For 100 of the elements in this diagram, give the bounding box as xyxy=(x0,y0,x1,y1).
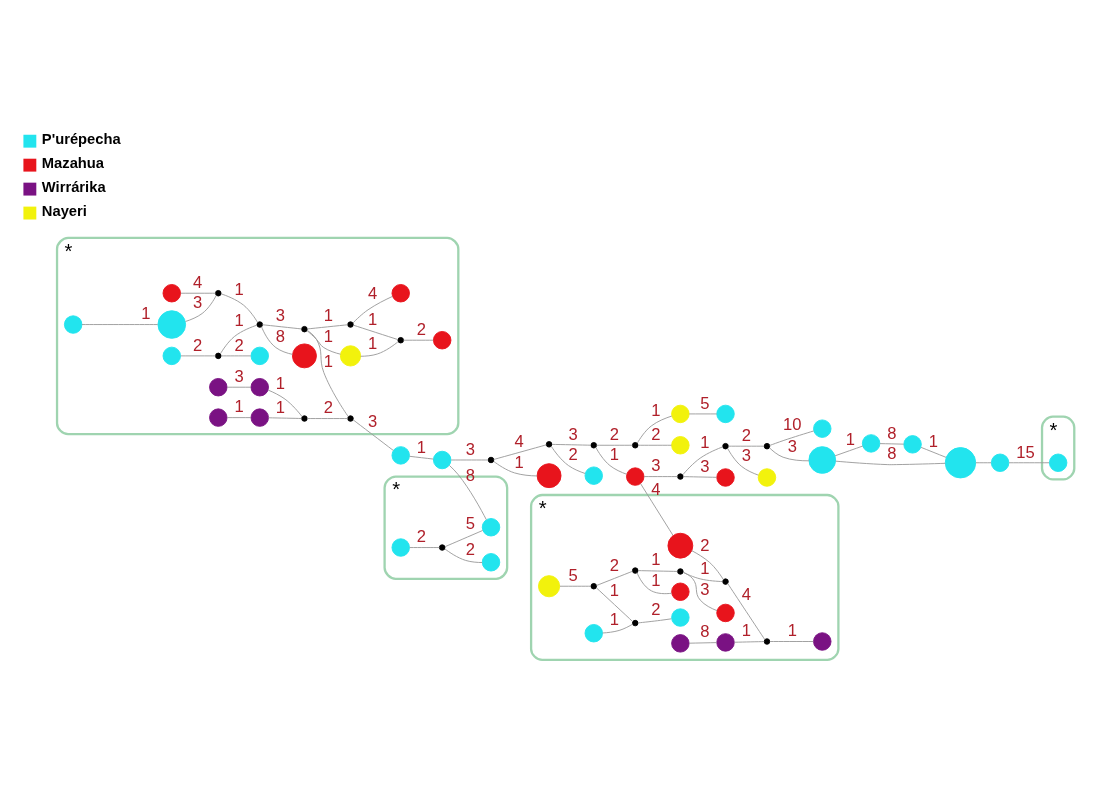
node-circle xyxy=(162,284,181,303)
edge-label: 1 xyxy=(234,397,244,417)
connector xyxy=(551,443,592,446)
edge-label: 1 xyxy=(609,580,620,600)
edge-label: 2 xyxy=(465,540,475,560)
connector xyxy=(353,324,399,340)
node-circle xyxy=(433,450,452,470)
edge-label: 2 xyxy=(568,445,578,465)
edge-label: 4 xyxy=(192,273,203,293)
edge-label: 1 xyxy=(700,558,710,578)
node-circle xyxy=(808,446,837,474)
connector xyxy=(769,641,814,642)
node-circle xyxy=(590,583,597,590)
edge-label: 2 xyxy=(651,425,661,445)
connector xyxy=(360,341,399,357)
edge-label: 3 xyxy=(234,367,244,387)
connector xyxy=(306,418,349,419)
edge-label: 5 xyxy=(568,566,578,586)
legend-label: P'urépecha xyxy=(41,130,121,147)
node-circle xyxy=(1048,453,1068,472)
edge-label: 1 xyxy=(234,279,244,299)
connector xyxy=(219,324,258,355)
connector xyxy=(637,570,678,572)
connector xyxy=(493,461,538,477)
edge-label: 5 xyxy=(700,393,710,413)
node-circle xyxy=(209,378,228,397)
edge-label: 3 xyxy=(787,437,797,457)
edge-label: 2 xyxy=(323,398,334,418)
node-circle xyxy=(903,435,922,454)
node-circle xyxy=(301,325,308,333)
node-circle xyxy=(292,343,317,369)
node-circle xyxy=(438,544,446,551)
edge-label: 1 xyxy=(928,431,938,451)
connector xyxy=(682,476,718,478)
node-circle xyxy=(250,408,269,427)
edge-label: 1 xyxy=(141,304,151,324)
connector xyxy=(920,446,947,458)
edge-label: 1 xyxy=(609,610,620,630)
edge-label: 1 xyxy=(741,621,751,641)
legend-label: Nayeri xyxy=(41,202,87,219)
edge-label: 2 xyxy=(609,425,620,445)
node-circle xyxy=(667,532,694,559)
connector xyxy=(602,623,634,634)
node-circle xyxy=(671,608,690,627)
connector xyxy=(444,548,483,563)
connector xyxy=(688,642,718,644)
edge-label: 4 xyxy=(368,284,378,304)
edge-label: 1 xyxy=(275,398,286,418)
node-circle xyxy=(301,415,308,422)
connector xyxy=(551,446,586,474)
connector xyxy=(1008,462,1050,464)
connector xyxy=(596,570,633,586)
connector xyxy=(834,445,864,457)
edge-label: 4 xyxy=(514,431,524,451)
connector xyxy=(409,455,434,460)
node-circle xyxy=(677,568,684,575)
node-circle xyxy=(716,468,735,487)
node-label: * xyxy=(1049,418,1058,441)
node-circle xyxy=(397,337,404,344)
connector xyxy=(180,355,216,357)
connector xyxy=(769,430,815,446)
edge-label: 1 xyxy=(651,550,661,570)
connector xyxy=(409,547,440,548)
edge-label: 8 xyxy=(887,424,897,444)
node-circle xyxy=(632,442,639,449)
edge-label: 1 xyxy=(651,401,661,421)
node-circle xyxy=(584,466,603,485)
node-circle xyxy=(944,447,977,479)
connector xyxy=(636,572,673,595)
node-circle xyxy=(861,434,881,453)
connector xyxy=(879,443,905,445)
connector xyxy=(81,324,159,325)
node-circle xyxy=(671,634,690,653)
connector xyxy=(180,292,216,294)
node-circle xyxy=(256,321,263,328)
connector xyxy=(267,389,303,417)
edge-label: 1 xyxy=(234,310,244,330)
edge-label: 1 xyxy=(275,374,286,394)
node-circle xyxy=(250,378,269,397)
node-circle xyxy=(716,404,735,424)
edge-label: 3 xyxy=(275,306,286,326)
connector xyxy=(450,459,489,461)
edge-label: 3 xyxy=(741,446,751,466)
node-circle xyxy=(391,284,410,303)
connector xyxy=(769,447,810,462)
connector xyxy=(596,444,633,446)
edge-label: 3 xyxy=(651,456,661,476)
legend-label: Mazahua xyxy=(41,154,105,171)
edge-label: 3 xyxy=(368,412,378,432)
edge-label: 3 xyxy=(568,425,578,445)
node-circle xyxy=(990,453,1010,472)
node-circle xyxy=(763,442,771,450)
connector xyxy=(352,295,393,324)
node-circle xyxy=(763,638,771,645)
connector xyxy=(688,413,718,415)
node-circle xyxy=(722,578,729,585)
connector xyxy=(185,295,217,322)
edge-label: 3 xyxy=(465,439,475,459)
connector xyxy=(403,339,434,341)
connector xyxy=(306,329,349,417)
